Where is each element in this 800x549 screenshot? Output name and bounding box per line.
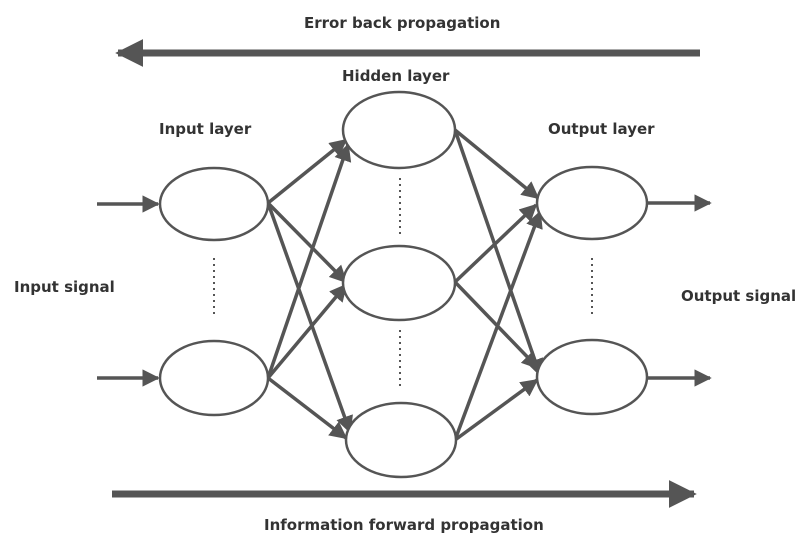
input-node-2	[158, 339, 270, 417]
forward-propagation-label: Information forward propagation	[264, 516, 544, 534]
connection-i2-h2	[266, 283, 348, 380]
input-signal-label: Input signal	[14, 278, 115, 296]
connection-h2-o1	[453, 203, 538, 284]
signal-arrows	[97, 194, 712, 387]
hidden-layer-label: Hidden layer	[342, 67, 450, 85]
connection-h1-o2	[453, 129, 544, 377]
input-to-hidden-connections	[266, 138, 353, 440]
hidden-node-2	[341, 244, 457, 322]
input-node-1	[158, 166, 270, 242]
output-signal-label: Output signal	[681, 287, 797, 305]
hidden-to-output-connections	[453, 128, 544, 442]
output-node-2	[535, 338, 649, 416]
output-node-1	[535, 165, 649, 241]
connection-i1-h3	[266, 202, 353, 434]
connection-i1-h1	[266, 138, 348, 205]
ellipsis-dots	[213, 178, 593, 390]
hidden-node-3	[344, 401, 458, 479]
connection-h1-o1	[453, 128, 540, 200]
connection-i2-h1	[266, 143, 352, 379]
connection-h3-o2	[453, 378, 539, 442]
input-layer-label: Input layer	[159, 120, 252, 138]
propagation-arrows	[112, 39, 700, 508]
nodes	[158, 90, 649, 479]
connection-i1-h2	[266, 201, 348, 284]
connection-h3-o1	[453, 210, 543, 441]
error-back-propagation-label: Error back propagation	[304, 14, 501, 32]
output-layer-label: Output layer	[548, 120, 655, 138]
connection-i2-h3	[266, 376, 348, 440]
hidden-node-1	[341, 90, 457, 170]
